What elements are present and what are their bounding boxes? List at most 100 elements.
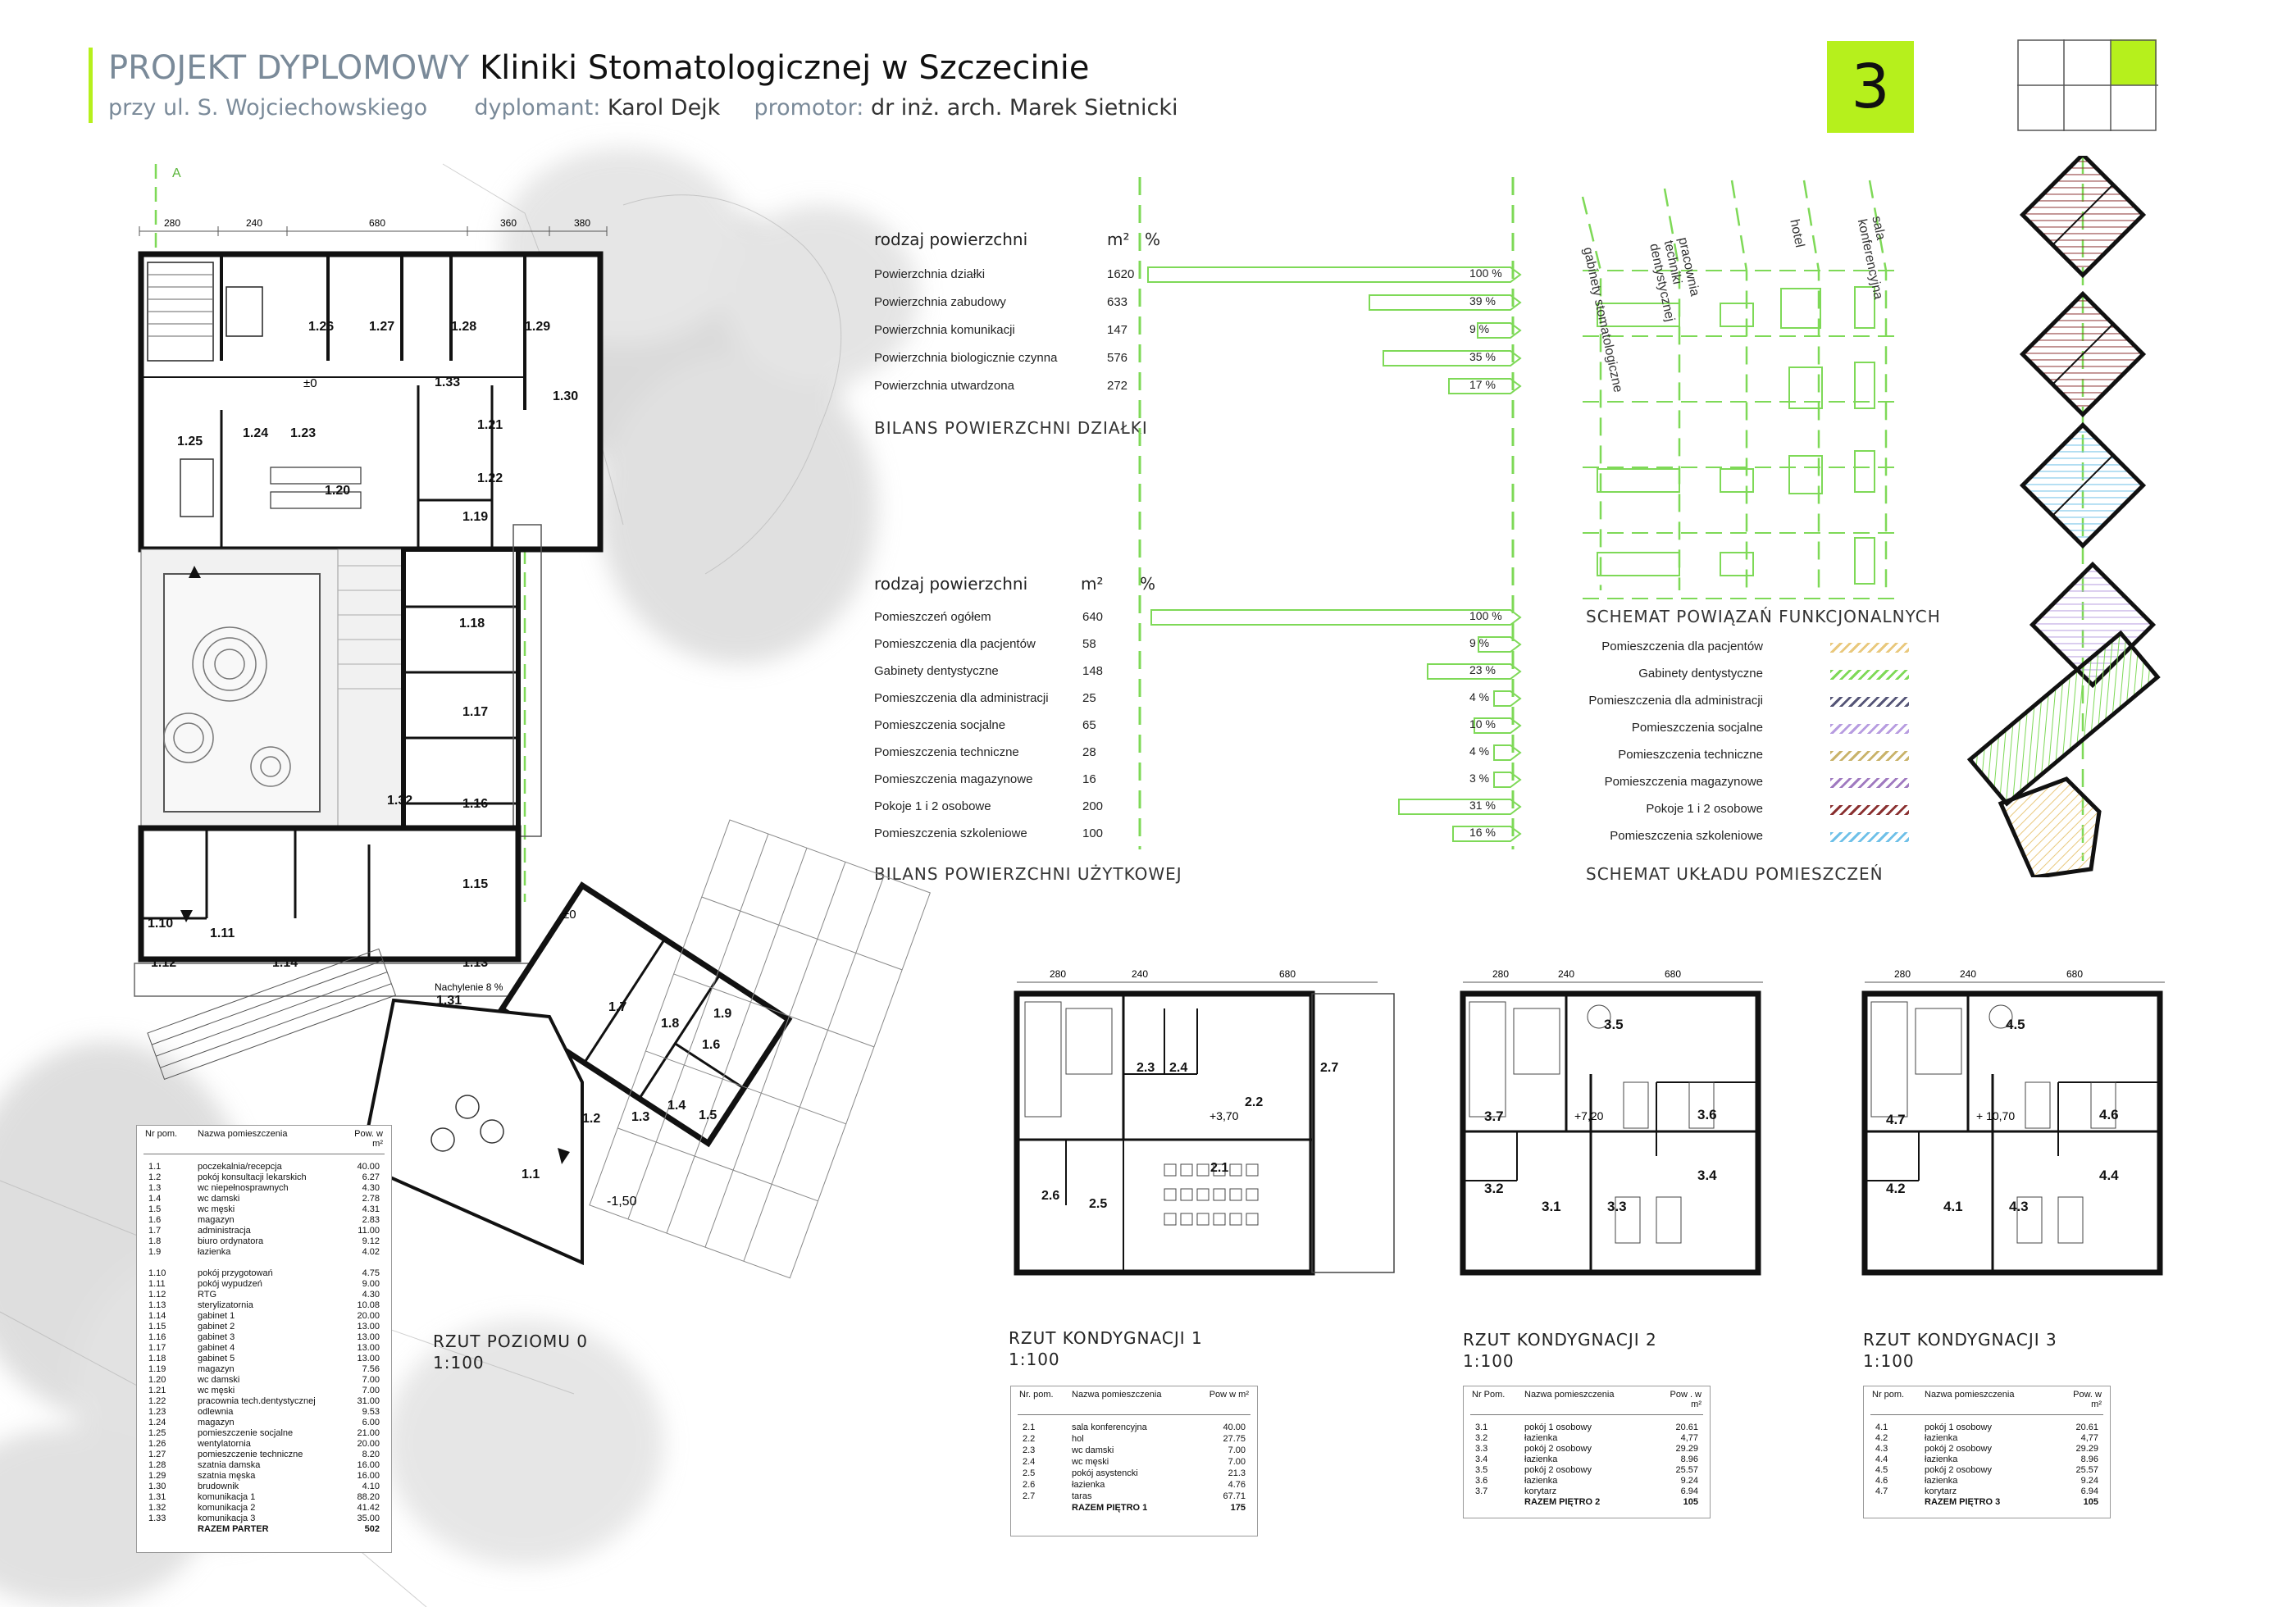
legend-swatch — [1830, 670, 1909, 680]
room-number-label: 1.13 — [462, 956, 489, 970]
room-number-label: 1.22 — [477, 471, 503, 485]
l2-level: +7,20 — [1574, 1109, 1604, 1122]
chart2-title: BILANS POWIERZCHNI UŻYTKOWEJ — [874, 864, 1182, 884]
room-number-label: 1.32 — [387, 794, 413, 808]
chart2-category: Pomieszczenia szkoleniowe — [874, 826, 1027, 840]
table-header-area: Pow. w m² — [2073, 1390, 2102, 1409]
legend-swatch — [1830, 643, 1909, 653]
table-cell-nr: 3.2 — [1475, 1433, 1488, 1443]
chart2-area: 640 — [1082, 610, 1104, 624]
table-cell-name: komunikacja 3 — [198, 1514, 256, 1523]
room-number-label: 1.12 — [151, 956, 177, 970]
table-cell-name: pokój 2 osobowy — [1524, 1465, 1592, 1475]
l1-dim-240: 240 — [1132, 968, 1148, 980]
table-cell-area: 9.00 — [362, 1279, 380, 1289]
chart1-area: 633 — [1107, 295, 1128, 309]
legend-swatch — [1830, 697, 1909, 707]
room-number-label: 1.15 — [462, 877, 489, 891]
table-cell-nr: 4.3 — [1875, 1444, 1888, 1454]
chart2-col-category: rodzaj powierzchni — [874, 574, 1028, 594]
table-cell-name: magazyn — [198, 1215, 235, 1225]
chart2-area: 148 — [1082, 664, 1104, 678]
level0-scale: 1:100 — [433, 1353, 485, 1373]
project-title: PROJEKT DYPLOMOWY Kliniki Stomatologiczn… — [108, 49, 1090, 87]
table-cell-name: RAZEM PIĘTRO 1 — [1072, 1503, 1148, 1513]
table-cell-area: 40.00 — [1223, 1423, 1246, 1432]
table-cell-nr: 1.4 — [148, 1194, 162, 1204]
table-cell-nr: 2.6 — [1023, 1480, 1036, 1490]
table-cell-name: łazienka — [1524, 1476, 1558, 1486]
table-cell-area: 9.12 — [362, 1236, 380, 1246]
table-cell-area: 20.00 — [357, 1439, 380, 1449]
room-number-label: 1.33 — [435, 376, 461, 389]
table-header-area: Pow. w m² — [354, 1129, 383, 1149]
room-number-label: 2.5 — [1089, 1197, 1108, 1211]
table-cell-name: brudownik — [198, 1482, 239, 1491]
slope-label: Nachylenie 8 % — [435, 981, 503, 993]
table-cell-area: 25.57 — [1675, 1465, 1698, 1475]
table-cell-name: wc męski — [198, 1204, 235, 1214]
table-cell-area: 7.00 — [362, 1375, 380, 1385]
table-cell-area: 29.29 — [2075, 1444, 2098, 1454]
chart1-pct-label: 17 % — [1469, 378, 1496, 391]
chart2-category: Gabinety dentystyczne — [874, 664, 999, 678]
chart2-pct-label: 16 % — [1469, 826, 1496, 839]
supervisor-label: promotor: — [754, 95, 864, 121]
legend-swatch — [1830, 778, 1909, 788]
table-header-rule — [1018, 1414, 1250, 1415]
table-cell-nr: 1.26 — [148, 1439, 166, 1449]
chart1-bar — [1383, 350, 1522, 366]
table-cell-area: 7.00 — [362, 1386, 380, 1395]
chart1-title: BILANS POWIERZCHNI DZIAŁKI — [874, 418, 1148, 438]
level1-scale: 1:100 — [1009, 1350, 1060, 1369]
l1-dim-280: 280 — [1050, 968, 1066, 980]
title-part1: PROJEKT DYPLOMOWY — [108, 49, 470, 87]
table-cell-nr: 2.2 — [1023, 1434, 1036, 1444]
chart2-pct-label: 4 % — [1469, 690, 1490, 703]
table-header-nr: Nr pom. — [1872, 1390, 1905, 1400]
chart2-category: Pomieszczenia dla administracji — [874, 691, 1049, 705]
chart2-bar — [1478, 636, 1522, 653]
table-cell-name: szatnia męska — [198, 1471, 256, 1481]
table-cell-area: 10.08 — [357, 1300, 380, 1310]
table-cell-nr: 1.5 — [148, 1204, 162, 1214]
table-cell-name: wc damski — [198, 1375, 240, 1385]
table-header-area: Pow w m² — [1209, 1390, 1249, 1400]
table-cell-nr: 3.6 — [1475, 1476, 1488, 1486]
table-cell-name: gabinet 4 — [198, 1343, 235, 1353]
table-cell-name: pokój 1 osobowy — [1925, 1423, 1992, 1432]
chart1-area: 1620 — [1107, 267, 1135, 281]
room-number-label: 1.1 — [522, 1168, 540, 1181]
table-cell-area: 2.78 — [362, 1194, 380, 1204]
room-number-label: 1.4 — [667, 1099, 686, 1113]
table-cell-area: 13.00 — [357, 1343, 380, 1353]
dim-680: 680 — [369, 217, 385, 229]
table-cell-nr: 1.18 — [148, 1354, 166, 1363]
table-cell-nr: 1.25 — [148, 1428, 166, 1438]
table-cell-nr: 1.16 — [148, 1332, 166, 1342]
room-number-label: 1.2 — [582, 1112, 601, 1126]
room-number-label: 1.10 — [148, 917, 174, 931]
table-cell-name: RAZEM PIĘTRO 3 — [1925, 1497, 2001, 1507]
table-header-name: Nazwa pomieszczenia — [1524, 1390, 1615, 1400]
level-mark-lobby: -1,50 — [607, 1195, 637, 1209]
l2-dim-680: 680 — [1665, 968, 1681, 980]
table-cell-area: 16.00 — [357, 1471, 380, 1481]
room-number-label: 2.1 — [1210, 1161, 1229, 1175]
table-cell-area: 4.75 — [362, 1268, 380, 1278]
room-number-label: 3.3 — [1607, 1199, 1627, 1214]
chart1-pct-label: 39 % — [1469, 294, 1496, 307]
table-cell-nr: 1.2 — [148, 1172, 162, 1182]
table-cell-name: sala konferencyjna — [1072, 1423, 1147, 1432]
table-cell-name: pokój 2 osobowy — [1925, 1465, 1992, 1475]
table-cell-nr: 1.1 — [148, 1162, 162, 1172]
table-cell-nr: 1.14 — [148, 1311, 166, 1321]
table-cell-name: pokój konsultacji lekarskich — [198, 1172, 307, 1182]
table-cell-name: magazyn — [198, 1364, 235, 1374]
table-cell-area: 9.24 — [1680, 1476, 1698, 1486]
functional-scheme-title: SCHEMAT POWIĄZAŃ FUNKCJONALNYCH — [1586, 607, 1941, 626]
table-cell-nr: 4.5 — [1875, 1465, 1888, 1475]
